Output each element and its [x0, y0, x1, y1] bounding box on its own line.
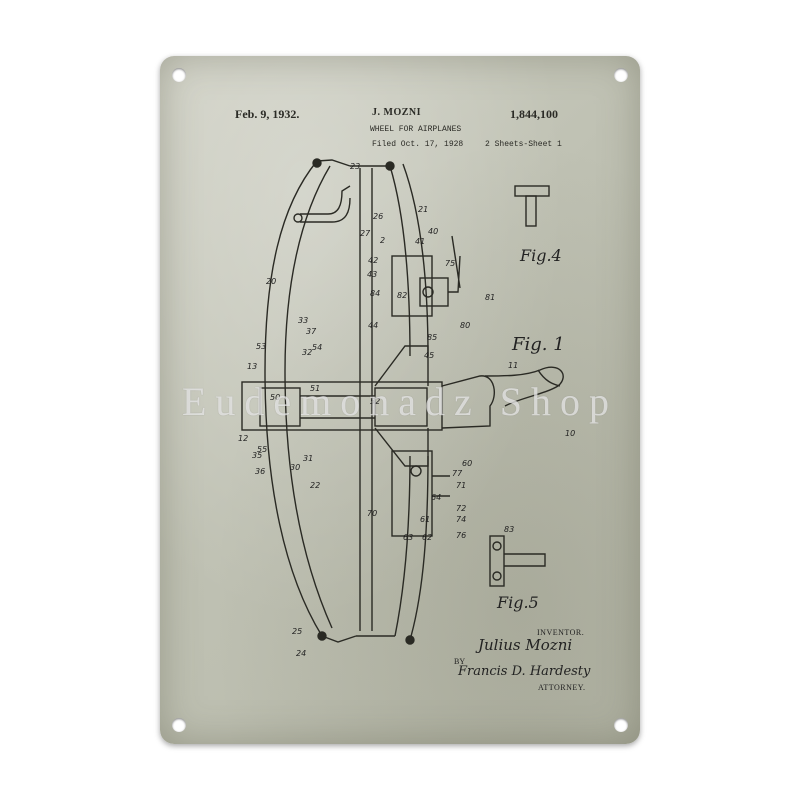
patent-drawing: 23 26 21 27 41 40 2 42 75 20 43 84 82 81…	[238, 158, 575, 658]
ref-number: 82	[397, 291, 407, 300]
ref-number: 84	[370, 289, 380, 298]
by-label: BY	[454, 657, 466, 666]
mount-hole-bottom-left-icon	[172, 718, 186, 732]
ref-number: 80	[460, 321, 470, 330]
ref-number: 64	[431, 493, 441, 502]
ref-number: 10	[565, 429, 575, 438]
mount-hole-top-left-icon	[172, 68, 186, 82]
mount-hole-bottom-right-icon	[614, 718, 628, 732]
figure-1-label: Fig. 1	[512, 334, 565, 355]
ref-number: 76	[456, 531, 466, 540]
ref-number: 30	[290, 463, 300, 472]
ref-number: 85	[427, 333, 437, 342]
ref-number: 62	[422, 533, 432, 542]
ref-number: 2	[380, 236, 385, 245]
ref-number: 75	[445, 259, 455, 268]
ref-number: 55	[257, 445, 267, 454]
ref-number: 36	[255, 467, 265, 476]
mount-hole-top-right-icon	[614, 68, 628, 82]
ref-number: 52	[370, 397, 380, 406]
ref-number: 51	[310, 384, 320, 393]
ref-number: 37	[306, 327, 317, 336]
inventor-name: J. MOZNI	[372, 107, 421, 118]
patent-number: 1,844,100	[510, 107, 558, 121]
ref-number: 45	[424, 351, 434, 360]
ref-number: 35	[252, 451, 262, 460]
ref-number: 70	[367, 509, 377, 518]
attorney-label: ATTORNEY.	[538, 683, 586, 692]
ref-number: 74	[456, 515, 466, 524]
ref-number: 32	[302, 348, 312, 357]
ref-number: 71	[456, 481, 466, 490]
ref-number: 33	[298, 316, 308, 325]
ref-number: 20	[266, 277, 276, 286]
ref-number: 13	[247, 362, 257, 371]
shop-watermark: Eudemonadz Shop	[181, 379, 619, 424]
ref-number: 40	[428, 227, 438, 236]
ref-number: 26	[373, 212, 383, 221]
figure-4-label: Fig.4	[520, 246, 562, 265]
ref-number: 50	[270, 393, 280, 402]
ref-number: 27	[360, 229, 371, 238]
ref-number: 81	[485, 293, 495, 302]
ref-number: 77	[452, 469, 463, 478]
metal-sign: Feb. 9, 1932. J. MOZNI 1,844,100 WHEEL F…	[160, 56, 640, 744]
patent-title: WHEEL FOR AIRPLANES	[370, 125, 462, 134]
ref-number: 25	[292, 627, 302, 636]
figure-5-label: Fig.5	[497, 593, 539, 612]
ref-number: 83	[504, 525, 514, 534]
ref-number: 41	[415, 237, 425, 246]
ref-number: 11	[508, 361, 518, 370]
ref-number: 42	[368, 256, 378, 265]
ref-number: 31	[303, 454, 313, 463]
ref-number: 44	[368, 321, 378, 330]
inventor-label: INVENTOR.	[537, 628, 585, 637]
sheet-count: 2 Sheets-Sheet 1	[485, 140, 562, 149]
ref-number: 54	[312, 343, 322, 352]
ref-number: 23	[350, 162, 360, 171]
ref-number: 21	[418, 205, 428, 214]
ref-number: 12	[238, 434, 248, 443]
ref-number: 60	[462, 459, 472, 468]
filed-date: Filed Oct. 17, 1928	[372, 140, 464, 149]
ref-number: 43	[367, 270, 377, 279]
inventor-signature: Julius Mozni	[478, 636, 573, 654]
ref-number: 72	[456, 504, 466, 513]
patent-date: Feb. 9, 1932.	[235, 107, 300, 121]
ref-number: 24	[296, 649, 306, 658]
attorney-signature: Francis D. Hardesty	[458, 664, 591, 679]
ref-number: 63	[403, 533, 413, 542]
ref-number: 61	[420, 515, 430, 524]
ref-number: 22	[310, 481, 320, 490]
ref-number: 53	[256, 342, 266, 351]
